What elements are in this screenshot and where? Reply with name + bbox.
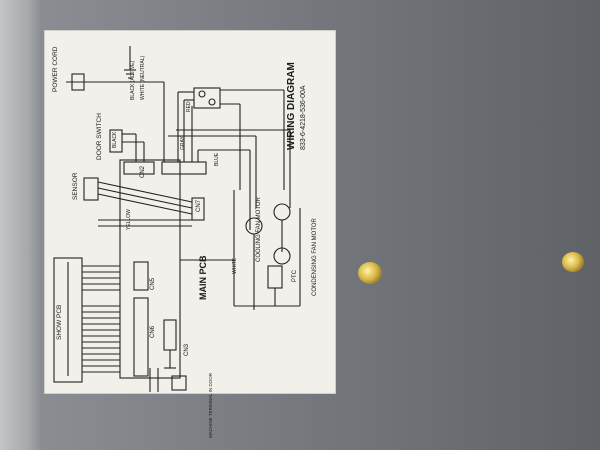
label-blue-wire: BLUE bbox=[214, 152, 220, 166]
label-active: BLACK (ACTIVE) bbox=[130, 60, 136, 100]
label-cn7: CN7 bbox=[196, 199, 202, 212]
label-neutral: WHITE (NEUTRAL) bbox=[140, 55, 146, 100]
label-condensing-fan-motor: CONDENSING FAN MOTOR bbox=[312, 218, 318, 296]
rivet bbox=[358, 262, 382, 284]
label-gray-wire: GRAY bbox=[180, 136, 186, 150]
label-power-cord: POWER CORD bbox=[52, 46, 59, 93]
rivet bbox=[562, 252, 584, 272]
label-white-wire: WHITE bbox=[232, 257, 238, 274]
label-yellow-wire: YELLOW bbox=[126, 209, 132, 230]
label-cooling-fan-motor: COOLING FAN MOTOR bbox=[256, 197, 262, 262]
label-cn3: CN3 bbox=[184, 343, 190, 356]
label-sensor: SENSOR bbox=[72, 172, 79, 200]
label-show-pcb: SHOW PCB bbox=[56, 304, 63, 340]
label-cn6: CN6 bbox=[150, 325, 156, 338]
diagram-title: WIRING DIAGRAM bbox=[286, 62, 297, 150]
label-terminal: MACHINE TERMINAL IN DOOR bbox=[208, 372, 213, 438]
label-main-pcb: MAIN PCB bbox=[198, 255, 208, 301]
label-black-wire: BLACK bbox=[112, 131, 118, 148]
label-cn2: CN2 bbox=[140, 165, 146, 178]
show-pcb-box bbox=[53, 257, 83, 383]
panel-edge bbox=[0, 0, 40, 450]
label-door-switch: DOOR SWITCH bbox=[96, 113, 103, 160]
label-red-wire: RED bbox=[186, 101, 192, 112]
diagram-part-number: 833-6-4218-536-00A bbox=[300, 85, 307, 150]
wiring-diagram bbox=[53, 46, 301, 392]
label-ptc: PTC bbox=[292, 270, 298, 282]
label-cn5: CN5 bbox=[150, 277, 156, 290]
wiring-label bbox=[44, 30, 336, 394]
